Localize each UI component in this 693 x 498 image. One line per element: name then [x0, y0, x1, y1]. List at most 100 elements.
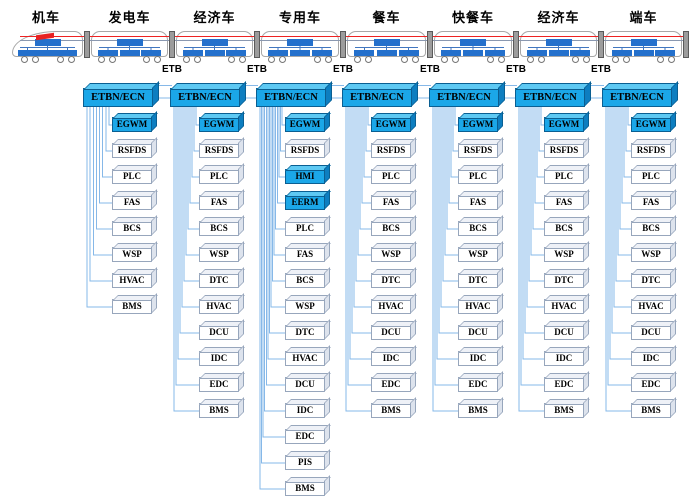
- etb-label: ETB: [333, 64, 353, 75]
- device-node: BCS: [199, 221, 239, 236]
- device-node: IDC: [544, 351, 584, 366]
- car-network-box: [373, 39, 400, 46]
- wheel: [354, 56, 361, 63]
- device-node: BMS: [631, 403, 671, 418]
- wheel: [583, 56, 590, 63]
- device-node: EGWM: [199, 117, 239, 132]
- device-node: FAS: [112, 195, 152, 210]
- car-network-box: [655, 50, 676, 56]
- device-node: PLC: [544, 169, 584, 184]
- device-node: HVAC: [631, 299, 671, 314]
- car-junction: [683, 31, 689, 58]
- device-node: BMS: [199, 403, 239, 418]
- etbn-node: ETBN/ECN: [602, 88, 672, 107]
- car-network-box: [141, 50, 162, 56]
- car-network-box: [460, 39, 486, 46]
- device-node: IDC: [631, 351, 671, 366]
- device-node: RSFDS: [285, 143, 325, 158]
- etbn-node: ETBN/ECN: [83, 88, 153, 107]
- device-node: DTC: [544, 273, 584, 288]
- device-node: DCU: [631, 325, 671, 340]
- car-network-box: [37, 50, 58, 56]
- car-label: 餐车: [372, 10, 401, 25]
- device-node: WSP: [631, 247, 671, 262]
- car-junction: [254, 31, 260, 58]
- car-network-box: [633, 50, 654, 56]
- wheel: [527, 56, 534, 63]
- device-node: BCS: [631, 221, 671, 236]
- wheel: [57, 56, 64, 63]
- etbn-node: ETBN/ECN: [515, 88, 585, 107]
- device-node: FAS: [631, 195, 671, 210]
- etbn-node: ETBN/ECN: [342, 88, 412, 107]
- device-node: HVAC: [458, 299, 498, 314]
- wheel: [441, 56, 448, 63]
- car-label: 专用车: [278, 10, 321, 25]
- device-node: PLC: [458, 169, 498, 184]
- car-label: 经济车: [537, 10, 580, 25]
- device-node: FAS: [544, 195, 584, 210]
- car-network-box: [354, 50, 375, 56]
- wheel: [268, 56, 275, 63]
- device-node: EDC: [371, 377, 411, 392]
- device-node: PLC: [631, 169, 671, 184]
- wheel: [657, 56, 664, 63]
- device-node: RSFDS: [544, 143, 584, 158]
- car-network-box: [226, 50, 247, 56]
- wheel: [143, 56, 150, 63]
- device-node: RSFDS: [631, 143, 671, 158]
- device-node: DCU: [285, 377, 325, 392]
- wheel: [279, 56, 286, 63]
- wheel: [538, 56, 545, 63]
- car-label: 端车: [629, 10, 658, 25]
- wheel: [32, 56, 39, 63]
- device-node: WSP: [544, 247, 584, 262]
- device-node: EERM: [285, 195, 325, 210]
- car-junction: [340, 31, 346, 58]
- device-node: RSFDS: [199, 143, 239, 158]
- device-node: WSP: [112, 247, 152, 262]
- device-node: EGWM: [544, 117, 584, 132]
- device-node: PLC: [285, 221, 325, 236]
- car-internal-bus: [20, 46, 674, 50]
- car-network-box: [484, 50, 505, 56]
- device-node: HVAC: [199, 299, 239, 314]
- device-node: IDC: [371, 351, 411, 366]
- car-network-box: [17, 50, 38, 56]
- wheel: [623, 56, 630, 63]
- etbn-node: ETBN/ECN: [429, 88, 499, 107]
- wheel: [314, 56, 321, 63]
- car-network-box: [268, 50, 289, 56]
- car-network-box: [441, 50, 462, 56]
- device-node: DCU: [544, 325, 584, 340]
- device-node: DCU: [199, 325, 239, 340]
- wheel: [365, 56, 372, 63]
- car-junction: [427, 31, 433, 58]
- device-node: BMS: [112, 299, 152, 314]
- device-node: BMS: [285, 481, 325, 496]
- etb-label: ETB: [591, 64, 611, 75]
- device-node: WSP: [458, 247, 498, 262]
- device-node: EGWM: [371, 117, 411, 132]
- car-network-box: [548, 50, 569, 56]
- car-label: 快餐车: [451, 10, 494, 25]
- etb-label: ETB: [162, 64, 182, 75]
- device-node: EGWM: [112, 117, 152, 132]
- wheel: [109, 56, 116, 63]
- device-node: BCS: [458, 221, 498, 236]
- car-network-box: [119, 50, 140, 56]
- car-network-box: [398, 50, 419, 56]
- car-network-box: [182, 50, 203, 56]
- car-label: 发电车: [108, 10, 151, 25]
- device-node: EDC: [285, 429, 325, 444]
- car-network-box: [611, 50, 632, 56]
- etb-label: ETB: [506, 64, 526, 75]
- etbn-node: ETBN/ECN: [170, 88, 240, 107]
- device-node: EGWM: [631, 117, 671, 132]
- wheel: [401, 56, 408, 63]
- device-node: BCS: [544, 221, 584, 236]
- wheel: [487, 56, 494, 63]
